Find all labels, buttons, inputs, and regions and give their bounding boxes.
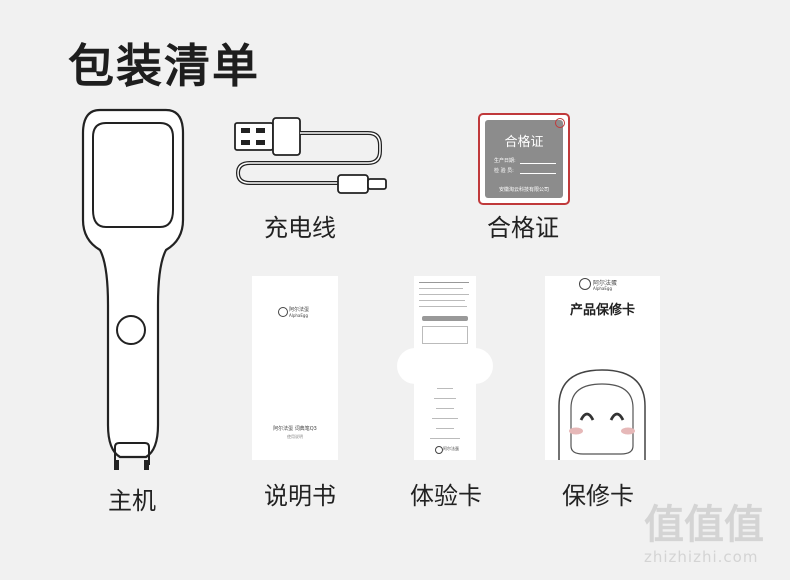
manual-brand: 阿尔法蛋: [289, 307, 310, 313]
warranty-card-image: 阿尔法蛋 AlphaEgg 产品保修卡: [545, 276, 660, 460]
trial-card-label: 体验卡: [410, 482, 482, 510]
egg-mascot-illustration: [558, 369, 646, 460]
warranty-logo-icon: [579, 278, 591, 290]
watermark-url: zhizhizhi.com: [644, 548, 759, 566]
warranty-brand-en: AlphaEgg: [593, 286, 612, 291]
watermark-glyphs: 值值值: [644, 502, 764, 548]
certificate-card-image: 合格证 生产日期: 检 验 员: 安徽淘云科技有限公司: [478, 113, 570, 205]
certificate-inspector-label: 检 验 员:: [494, 168, 514, 174]
page-title: 包装清单: [68, 39, 260, 93]
manual-subtitle: 使用说明: [287, 434, 303, 439]
device-illustration: [81, 108, 185, 470]
manual-label: 说明书: [264, 482, 336, 510]
trial-card-highlight-strip: [414, 350, 476, 382]
warranty-brand: 阿尔法蛋: [593, 280, 618, 287]
certificate-label: 合格证: [487, 214, 559, 242]
manual-brand-en: AlphaEgg: [289, 313, 308, 318]
manual-card-image: 阿尔法蛋 AlphaEgg 阿尔法蛋 词典笔Q3 使用说明: [252, 276, 338, 460]
trial-brand: 阿尔法蛋: [443, 446, 459, 451]
certificate-company: 安徽淘云科技有限公司: [498, 187, 549, 193]
certificate-date-label: 生产日期:: [494, 158, 516, 164]
cable-label: 充电线: [264, 214, 336, 242]
manual-product: 阿尔法蛋 词典笔Q3: [273, 426, 317, 432]
warranty-card-label: 保修卡: [562, 482, 634, 510]
certificate-title: 合格证: [504, 135, 544, 150]
manual-logo-icon: [278, 307, 288, 317]
warranty-title: 产品保修卡: [569, 303, 635, 318]
trial-logo-icon: [435, 446, 443, 454]
host-label: 主机: [108, 487, 156, 515]
cable-illustration: [234, 117, 387, 194]
